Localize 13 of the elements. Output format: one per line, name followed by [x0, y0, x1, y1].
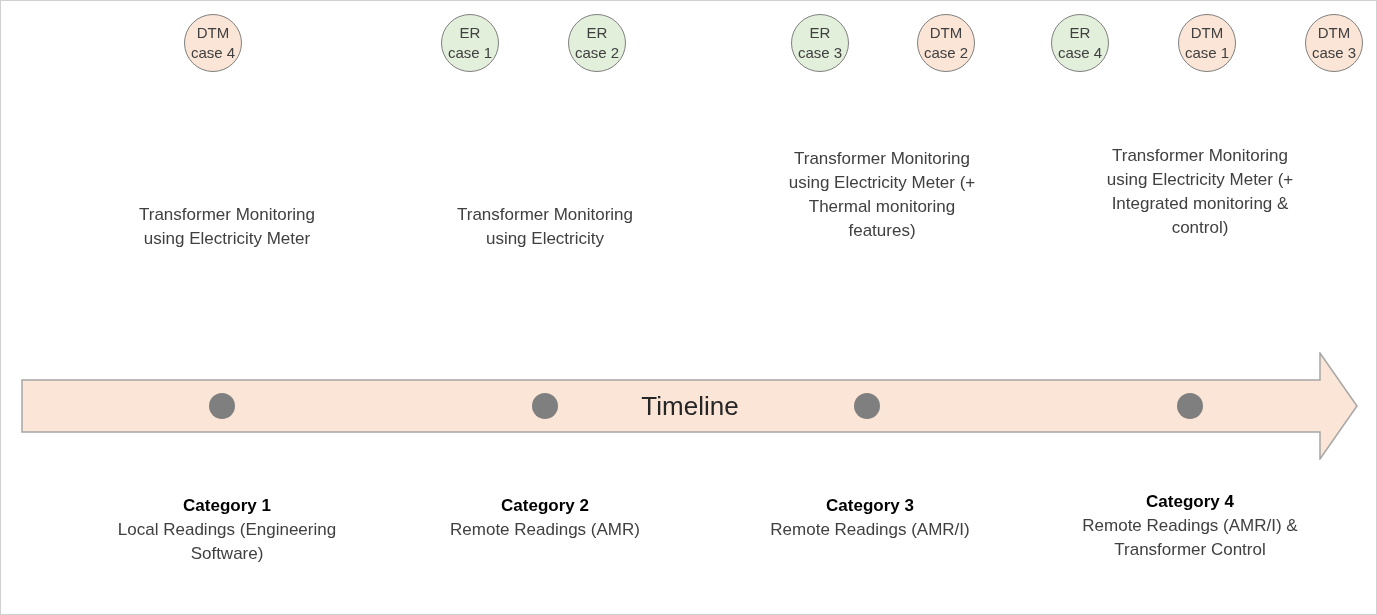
- description-text: Transformer Monitoring using Electricity Meter: [137, 204, 316, 250]
- category-heading: Category 1: [182, 495, 272, 517]
- category-heading: Category 3: [825, 495, 915, 517]
- timeline-label: Timeline: [641, 389, 739, 423]
- description-text: Remote Readings (AMR): [449, 519, 641, 541]
- description-text: Transformer Monitoring using Electricity Meter (+ Integrated monitoring & control): [1105, 145, 1295, 239]
- description-text: Transformer Monitoring using Electricity Meter (+ Thermal monitoring features): [787, 148, 977, 242]
- description-text: Remote Readings (AMR/I) & Transformer Control: [1081, 515, 1299, 561]
- category-heading: Category 4: [1145, 491, 1235, 513]
- description-text: Remote Readings (AMR/I): [769, 519, 971, 541]
- description-text: Transformer Monitoring using Electricity: [455, 204, 634, 250]
- category-heading: Category 2: [500, 495, 590, 517]
- description-text: Local Readings (Engineering Software): [116, 519, 338, 565]
